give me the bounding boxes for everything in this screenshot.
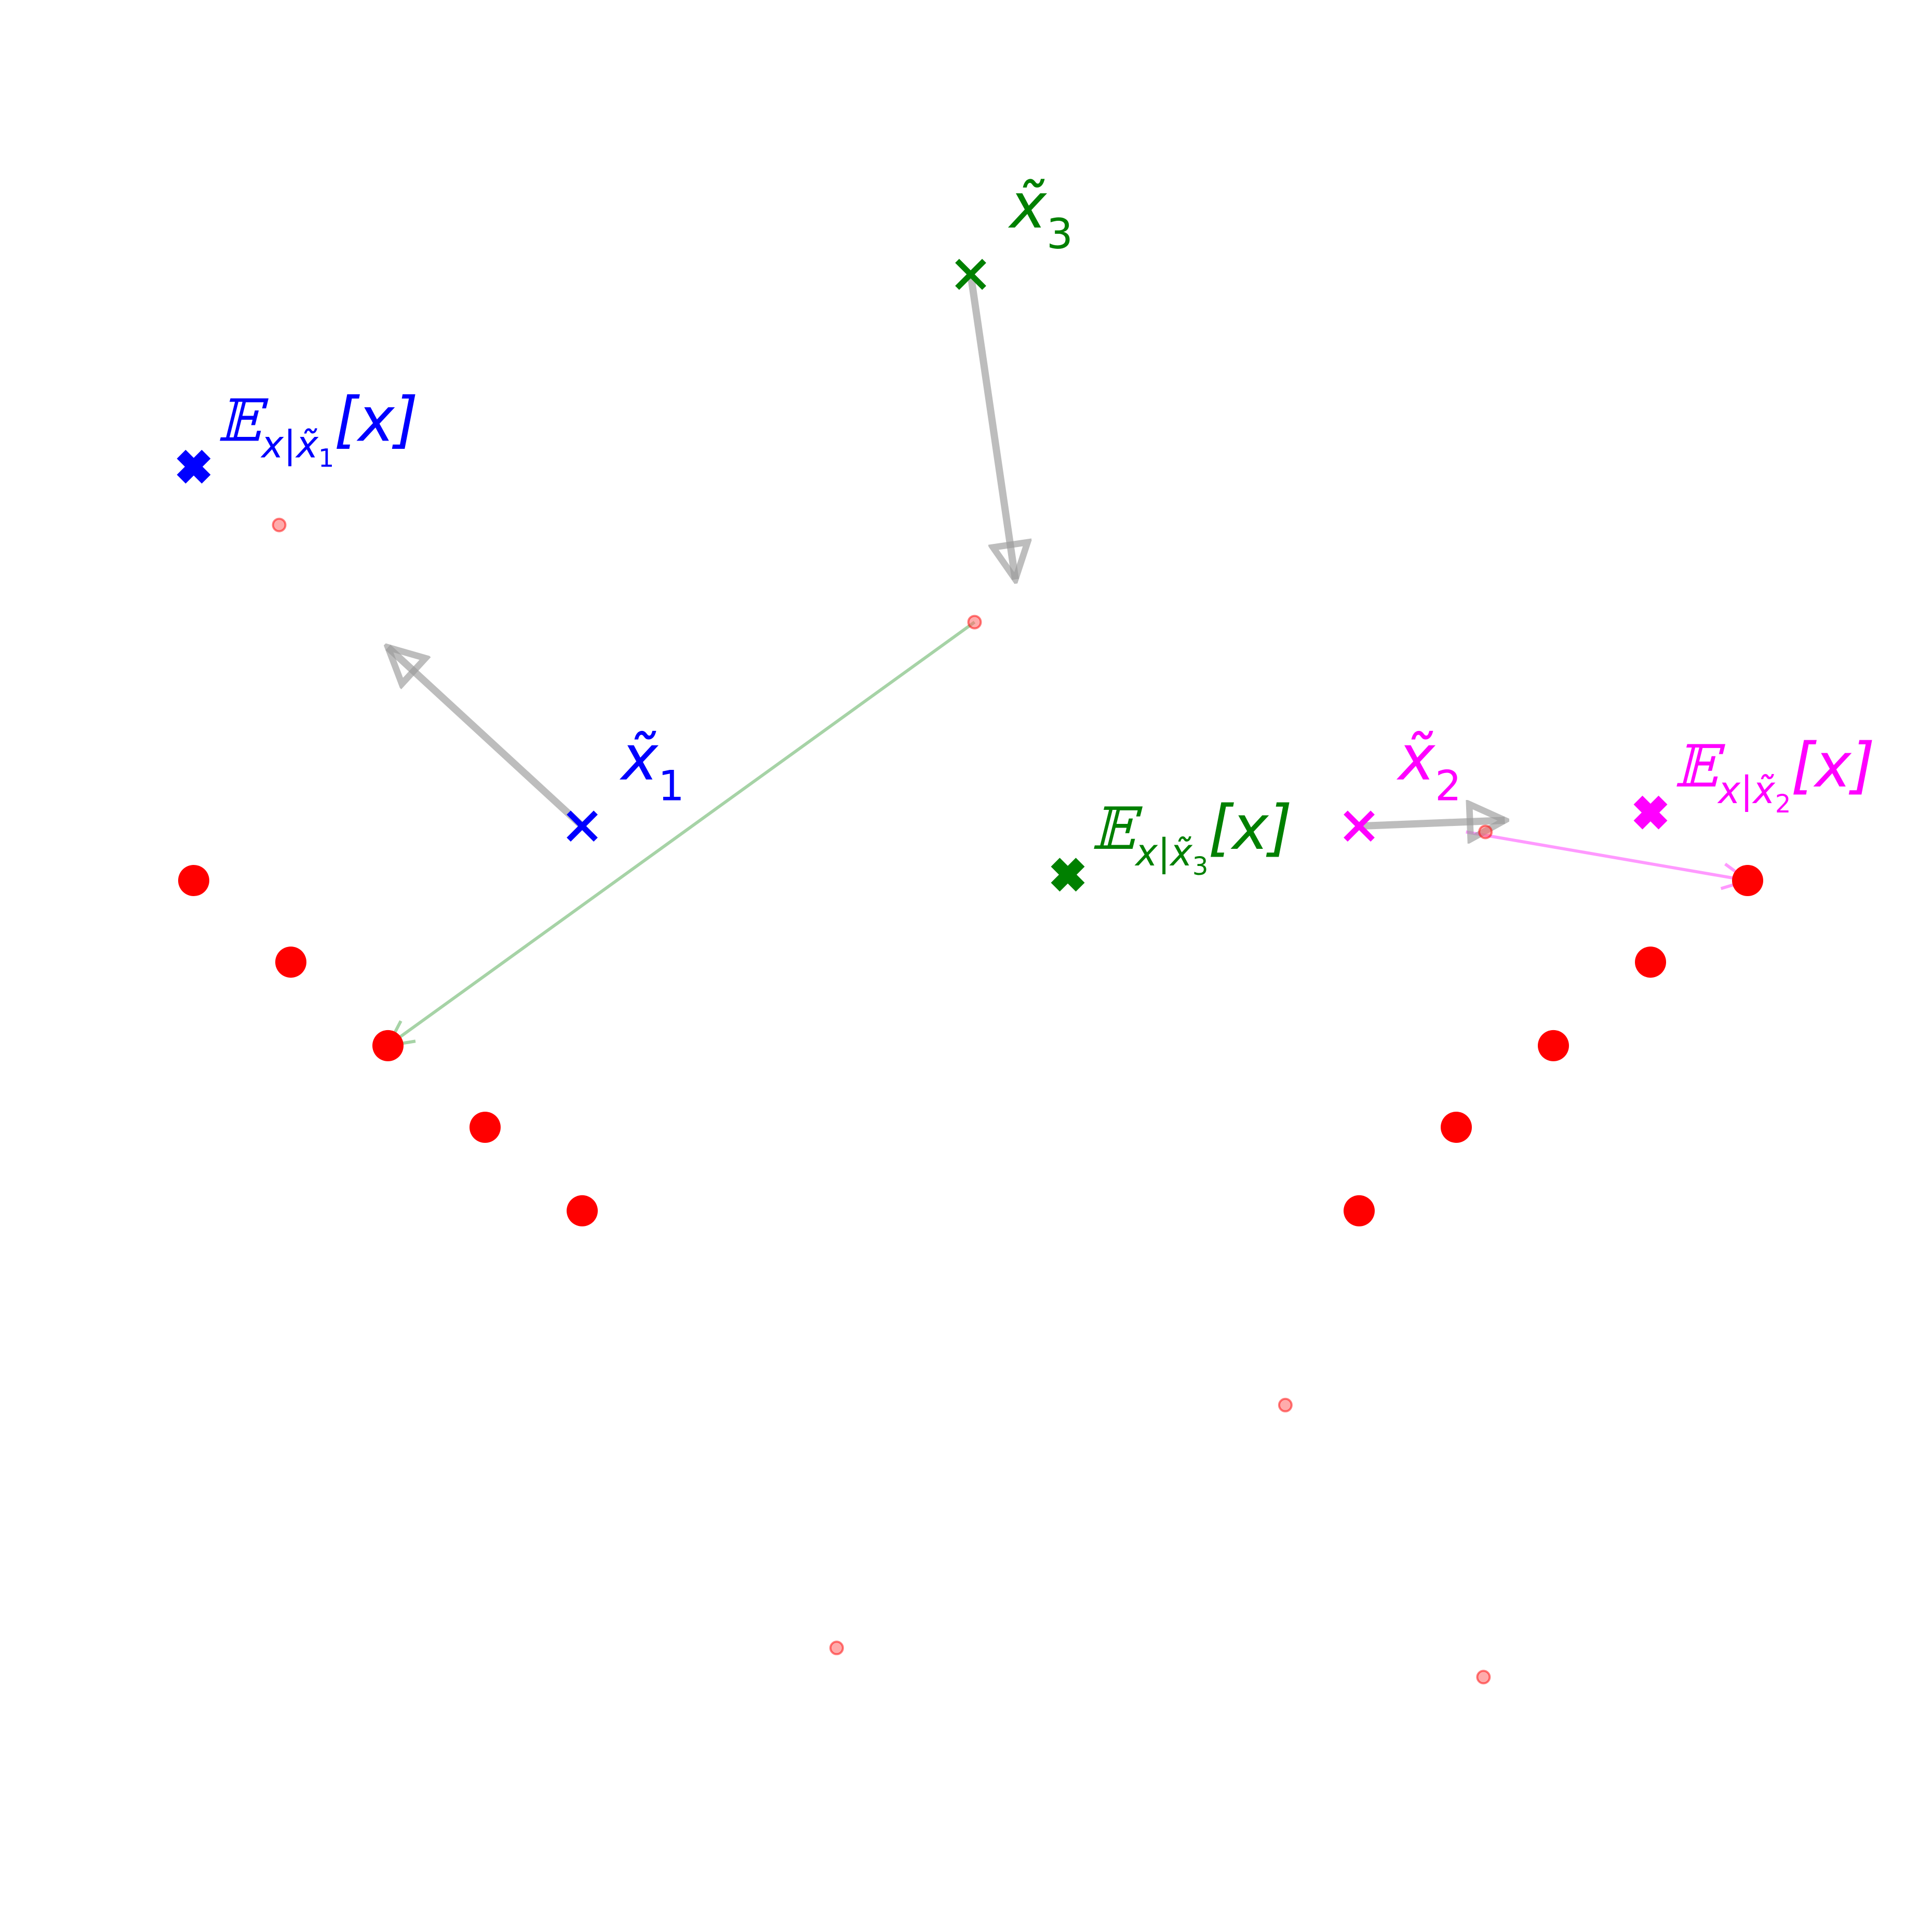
score-arrow	[967, 274, 1015, 579]
posterior-means: 𝔼x|x̃1[x]𝔼x|x̃2[x]𝔼x|x̃3[x]	[177, 383, 1875, 892]
noisy-point-label-sub: 2	[1435, 762, 1461, 810]
expectation-subsubscript: 3	[1192, 852, 1209, 881]
expectation-body: [x]	[1791, 729, 1875, 801]
score-arrow	[388, 647, 585, 829]
data-point	[1441, 1111, 1472, 1143]
expectation-body: [x]	[1208, 792, 1292, 863]
match-arrows	[388, 621, 1748, 1046]
expectation-body: [x]	[334, 383, 418, 455]
data-point	[1344, 1195, 1375, 1226]
noise-sample	[272, 517, 287, 532]
posterior-mean-label: 𝔼x|x̃1[x]	[217, 383, 418, 473]
posterior-mean-e3: 𝔼x|x̃3[x]	[1051, 792, 1292, 892]
expectation-subsubscript: 2	[1775, 790, 1791, 819]
expectation-symbol: 𝔼	[1674, 733, 1726, 801]
noisy-point-label: x̃1	[619, 722, 685, 810]
x-marker-icon	[1344, 810, 1375, 842]
expectation-subscript: x|x̃	[1134, 831, 1193, 875]
filled-x-marker-icon	[1633, 795, 1668, 830]
data-point	[469, 1111, 501, 1143]
posterior-mean-label: 𝔼x|x̃3[x]	[1091, 792, 1292, 881]
match-arrow	[1466, 830, 1748, 881]
data-points	[178, 865, 1763, 1226]
noise-samples	[272, 517, 1493, 1685]
noisy-point-label-sub: 3	[1046, 210, 1073, 258]
posterior-mean-e2: 𝔼x|x̃2[x]	[1633, 729, 1875, 830]
score-arrow	[1359, 820, 1505, 826]
noisy-point-x1: x̃1	[567, 722, 685, 842]
noisy-point-label-sub: 1	[658, 762, 685, 810]
filled-x-marker-icon	[1051, 858, 1085, 892]
noisy-point-x3: x̃3	[955, 170, 1073, 290]
data-point	[567, 1195, 598, 1226]
data-point	[1635, 946, 1666, 978]
expectation-subscript: x|x̃	[260, 422, 319, 466]
data-point	[1732, 865, 1763, 896]
data-point	[372, 1030, 404, 1061]
x-marker-icon	[567, 810, 598, 842]
x-marker-icon	[955, 259, 986, 290]
data-point	[178, 865, 209, 896]
noise-sample	[1278, 1397, 1293, 1412]
expectation-subscript: x|x̃	[1717, 768, 1776, 812]
noise-sample	[1478, 824, 1493, 839]
match-arrow	[388, 621, 976, 1046]
noise-sample	[967, 615, 982, 630]
data-point	[275, 946, 306, 978]
noisy-points: x̃1 x̃2 x̃3	[567, 170, 1461, 842]
filled-x-marker-icon	[177, 449, 211, 484]
expectation-subsubscript: 1	[318, 444, 334, 473]
expectation-symbol: 𝔼	[1091, 795, 1143, 863]
noisy-point-label: x̃3	[1008, 170, 1073, 258]
posterior-mean-e1: 𝔼x|x̃1[x]	[177, 383, 418, 484]
noisy-point-label: x̃2	[1396, 722, 1461, 810]
posterior-mean-label: 𝔼x|x̃2[x]	[1674, 729, 1875, 819]
expectation-symbol: 𝔼	[217, 387, 269, 455]
noise-sample	[829, 1641, 844, 1656]
data-point	[1538, 1030, 1569, 1061]
noise-sample	[1476, 1670, 1491, 1685]
score-arrows	[388, 274, 1505, 826]
